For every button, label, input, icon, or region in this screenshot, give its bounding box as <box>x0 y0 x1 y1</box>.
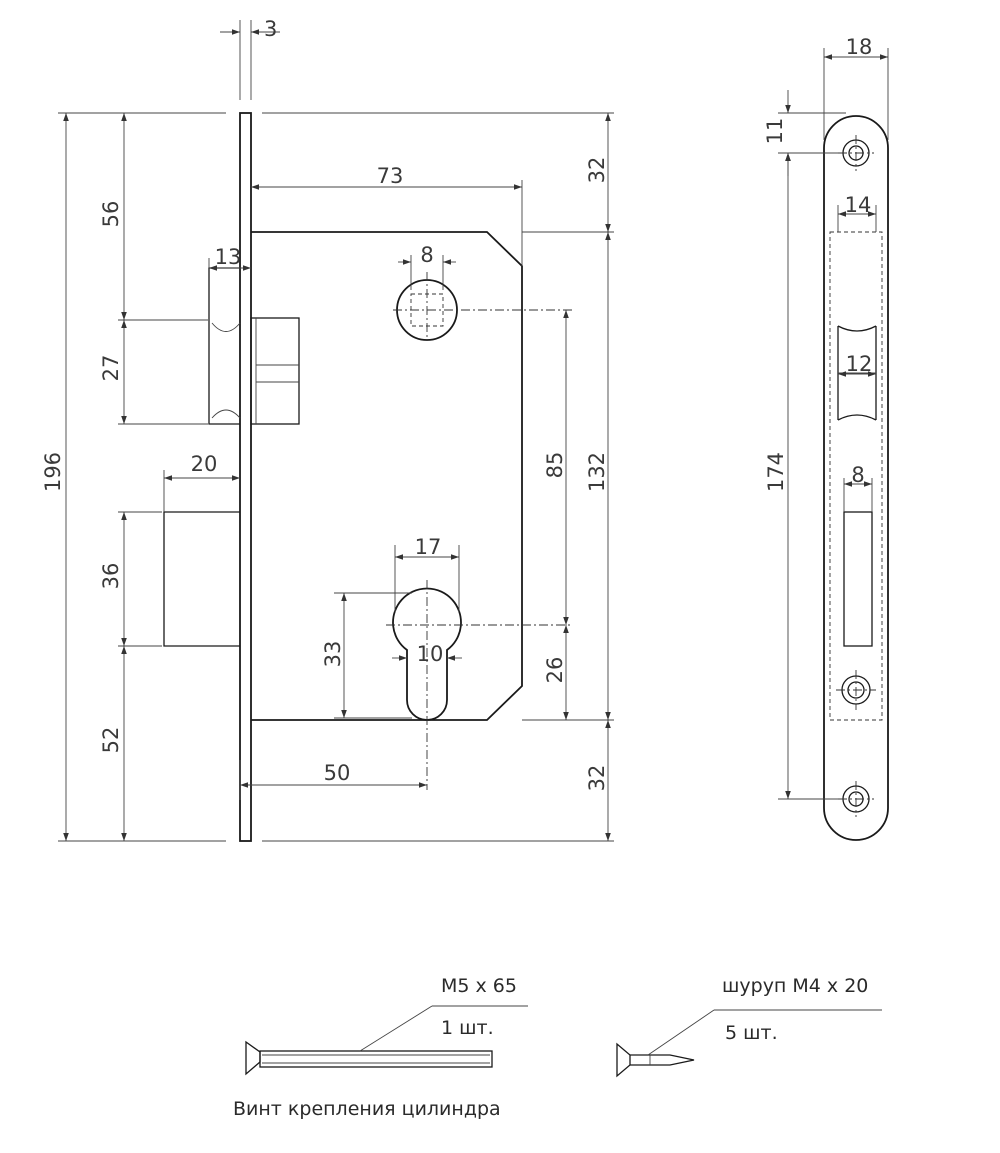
dim-faceplate-width: 18 <box>846 35 873 59</box>
dim-backset-case: 73 <box>377 164 404 188</box>
dim-latch-window-width: 14 <box>845 193 872 217</box>
mounting-hole-middle <box>836 670 876 710</box>
wood-screw-body <box>630 1054 695 1066</box>
dim-bolt-window-width: 8 <box>851 463 864 487</box>
case-hidden-outline <box>829 231 883 721</box>
dim-hole-spacing: 174 <box>764 452 788 492</box>
cylinder-screw-caption: Винт крепления цилиндра <box>233 1098 501 1120</box>
cylinder-screw-qty: 1 шт. <box>441 1017 494 1039</box>
dim-cylinder-to-bottom: 26 <box>543 657 567 684</box>
dim-total-height: 196 <box>41 452 65 492</box>
side-dimension-lines <box>785 54 888 799</box>
side-view: 18 11 14 12 174 8 <box>763 35 889 841</box>
wood-screw-qty: 5 шт. <box>725 1022 778 1044</box>
side-extension-lines <box>778 48 889 800</box>
wood-screw-spec: шуруп М4 x 20 <box>722 975 868 997</box>
faceplate <box>239 112 252 842</box>
cylinder-screw-spec: М5 x 65 <box>441 975 517 997</box>
dim-latch-tongue-width: 12 <box>846 352 873 376</box>
dim-latch-height: 27 <box>99 355 123 382</box>
cylinder-cutout <box>392 587 462 721</box>
lock-case-body <box>251 231 523 721</box>
latch-tongue-curve-bottom <box>211 409 241 419</box>
front-view: 3 196 56 27 36 52 13 20 73 8 32 132 32 8… <box>41 17 614 842</box>
dim-bottom-to-bolt: 52 <box>99 727 123 754</box>
dim-cylinder-width: 17 <box>415 535 442 559</box>
dim-top-hole-offset: 11 <box>763 118 787 145</box>
wood-screw-head <box>616 1042 631 1078</box>
accessory-wood-screw: шуруп М4 x 20 5 шт. <box>616 975 882 1078</box>
dim-top-to-latch: 56 <box>99 201 123 228</box>
dim-case-bottom-offset: 32 <box>585 765 609 792</box>
dim-case-height: 132 <box>585 452 609 492</box>
mounting-hole-top <box>838 135 874 171</box>
cylinder-screw-leader <box>359 1005 433 1052</box>
dead-bolt <box>163 511 240 647</box>
faceplate-outline <box>823 115 889 841</box>
latch-tongue <box>208 267 240 425</box>
dim-cylinder-slot: 10 <box>417 642 444 666</box>
dim-faceplate-thickness: 3 <box>264 17 277 41</box>
dim-cylinder-height: 33 <box>321 641 345 668</box>
dim-spindle-to-cylinder: 85 <box>543 452 567 479</box>
dim-spindle-square: 8 <box>420 243 433 267</box>
dim-backset: 50 <box>324 761 351 785</box>
dim-bolt-projection: 20 <box>191 452 218 476</box>
mounting-hole-bottom <box>838 781 874 817</box>
latch-housing <box>250 317 300 425</box>
front-extension-lines <box>58 20 614 842</box>
accessory-cylinder-screw: М5 x 65 1 шт. Винт крепления цилиндра <box>233 975 528 1120</box>
cylinder-screw-shank <box>259 1050 493 1068</box>
bolt-window <box>843 511 873 647</box>
front-dimension-lines <box>63 29 611 841</box>
dim-bolt-height: 36 <box>99 563 123 590</box>
dim-case-top-offset: 32 <box>585 157 609 184</box>
wood-screw-leader <box>647 1009 715 1056</box>
latch-tongue-curve-top <box>211 322 241 332</box>
dim-latch-projection: 13 <box>215 245 242 269</box>
cylinder-screw-head <box>245 1040 261 1076</box>
